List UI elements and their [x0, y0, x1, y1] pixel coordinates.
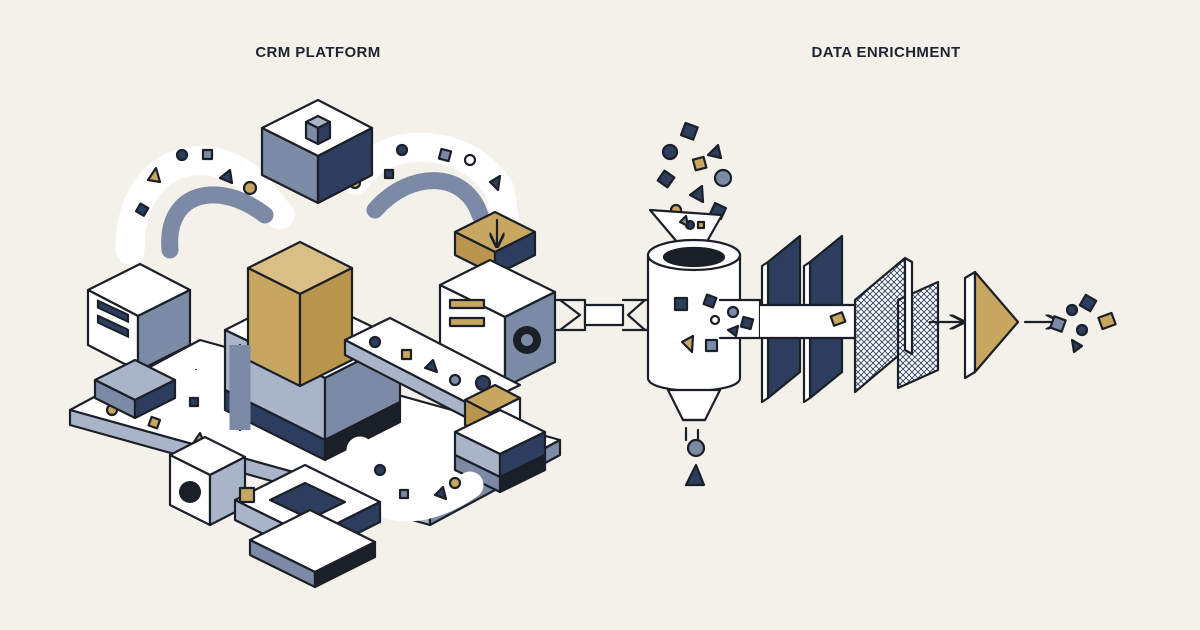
incoming-data-shapes — [656, 121, 733, 221]
crm-platform-title: CRM PLATFORM — [255, 44, 381, 61]
crm-platform-illustration — [68, 98, 562, 589]
connector-bridge — [553, 298, 652, 332]
top-cube — [260, 98, 374, 205]
data-enrichment-title: DATA ENRICHMENT — [811, 44, 961, 61]
data-enrichment-illustration — [646, 121, 1117, 487]
enrichment-cylinder — [646, 238, 742, 422]
output-data-shapes — [1049, 293, 1117, 354]
gold-prism — [963, 270, 1020, 380]
gold-core-cube — [246, 240, 354, 388]
screen-box — [233, 463, 382, 589]
mesh-filter — [853, 256, 940, 394]
